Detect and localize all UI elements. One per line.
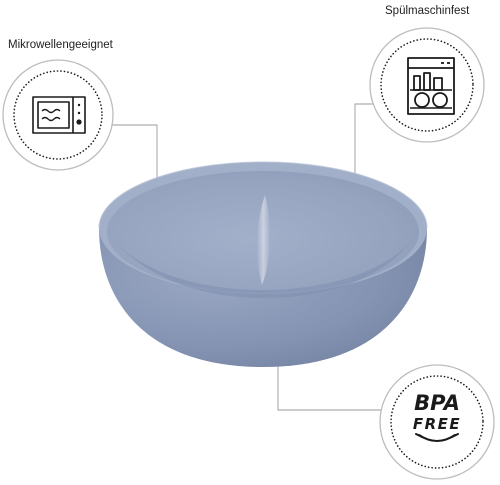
bpa-free-badge-circle — [379, 364, 495, 480]
dishwasher-label: Spülmaschinfest — [385, 5, 470, 17]
bpa-free-badge: BPA FREE — [379, 364, 495, 480]
dishwasher-icon — [407, 57, 455, 115]
microwave-icon — [32, 96, 86, 134]
bowl — [98, 161, 428, 367]
dishwasher-dotted-ring — [380, 38, 474, 132]
microwave-badge — [2, 59, 114, 171]
microwave-badge-circle — [2, 59, 114, 171]
smile-icon — [415, 433, 459, 442]
microwave-label: Mikrowellengeeignet — [8, 39, 113, 51]
dishwasher-badge — [369, 27, 485, 143]
microwave-leader-line — [93, 124, 158, 202]
bowl-highlight — [256, 195, 271, 285]
dishwasher-leader-line — [354, 103, 373, 188]
bowl-inner-shadow — [112, 238, 414, 298]
leader-lines — [93, 103, 381, 411]
bpa-leader-line — [277, 355, 381, 411]
free-text: FREE — [413, 415, 461, 433]
dishwasher-badge-circle — [369, 27, 485, 143]
bowl-rim-line — [98, 161, 428, 229]
bpa-free-dotted-ring — [390, 375, 484, 469]
bpa-text: BPA — [414, 391, 460, 415]
microwave-dotted-ring — [13, 70, 103, 160]
